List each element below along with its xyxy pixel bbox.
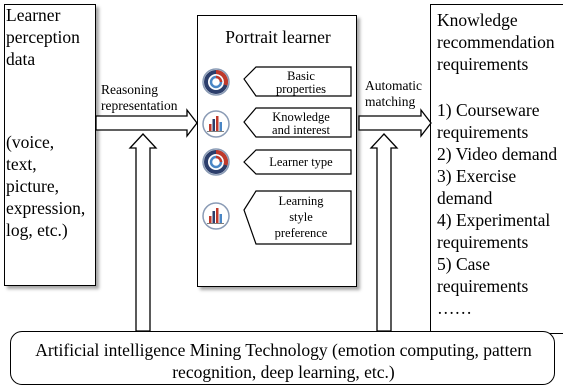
list-item: 5) Case — [437, 254, 490, 274]
knowledge-requirements-box: Knowledge recommendation requirements 1)… — [430, 4, 563, 334]
left-detail-line: log, etc.) — [6, 220, 68, 240]
list-item: 2) Video demand — [437, 144, 558, 164]
list-item: requirements — [437, 276, 529, 296]
list-item: 3) Exercise — [437, 166, 517, 186]
left-detail-line: text, — [6, 154, 37, 174]
portrait-learner-title: Portrait learner — [225, 27, 331, 47]
portrait-learner-box: Portrait learner — [197, 15, 357, 287]
list-item: requirements — [437, 122, 529, 142]
list-item: 4) Experimental — [437, 210, 551, 230]
learner-perception-title: Learner perception data — [6, 4, 90, 70]
list-item: requirements — [437, 232, 529, 252]
bottom-text-line: recognition, deep learning, etc.) — [172, 362, 395, 382]
left-title-line: perception — [6, 27, 80, 47]
list-item: demand — [437, 188, 493, 208]
matching-arrow — [358, 108, 432, 138]
left-detail-line: expression, — [6, 198, 86, 218]
bottom-text-line: Artificial intelligence Mining Technolog… — [35, 340, 532, 360]
learner-perception-examples: (voice, text, picture, expression, log, … — [6, 131, 92, 241]
requirements-list: 1) Courseware requirements 2) Video dema… — [437, 99, 563, 319]
learner-perception-data-box — [4, 4, 96, 286]
left-title-line: data — [6, 49, 36, 69]
right-title-line: Knowledge — [437, 10, 518, 30]
left-detail-line: picture, — [6, 176, 59, 196]
ai-mining-technology-box: Artificial intelligence Mining Technolog… — [10, 331, 555, 385]
automatic-matching-label: Automatic matching — [365, 78, 422, 109]
list-item: 1) Courseware — [437, 100, 540, 120]
list-item: …… — [437, 298, 472, 318]
reasoning-representation-label: Reasoning representation — [101, 82, 178, 113]
ai-to-reasoning-arrow — [128, 133, 158, 332]
knowledge-requirements-title: Knowledge recommendation requirements — [437, 9, 563, 75]
ai-mining-technology-text: Artificial intelligence Mining Technolog… — [11, 339, 556, 383]
left-title-line: Learner — [6, 5, 61, 25]
right-title-line: requirements — [437, 54, 529, 74]
left-detail-line: (voice, — [6, 132, 55, 152]
ai-to-matching-arrow — [369, 133, 399, 332]
right-title-line: recommendation — [437, 32, 555, 52]
